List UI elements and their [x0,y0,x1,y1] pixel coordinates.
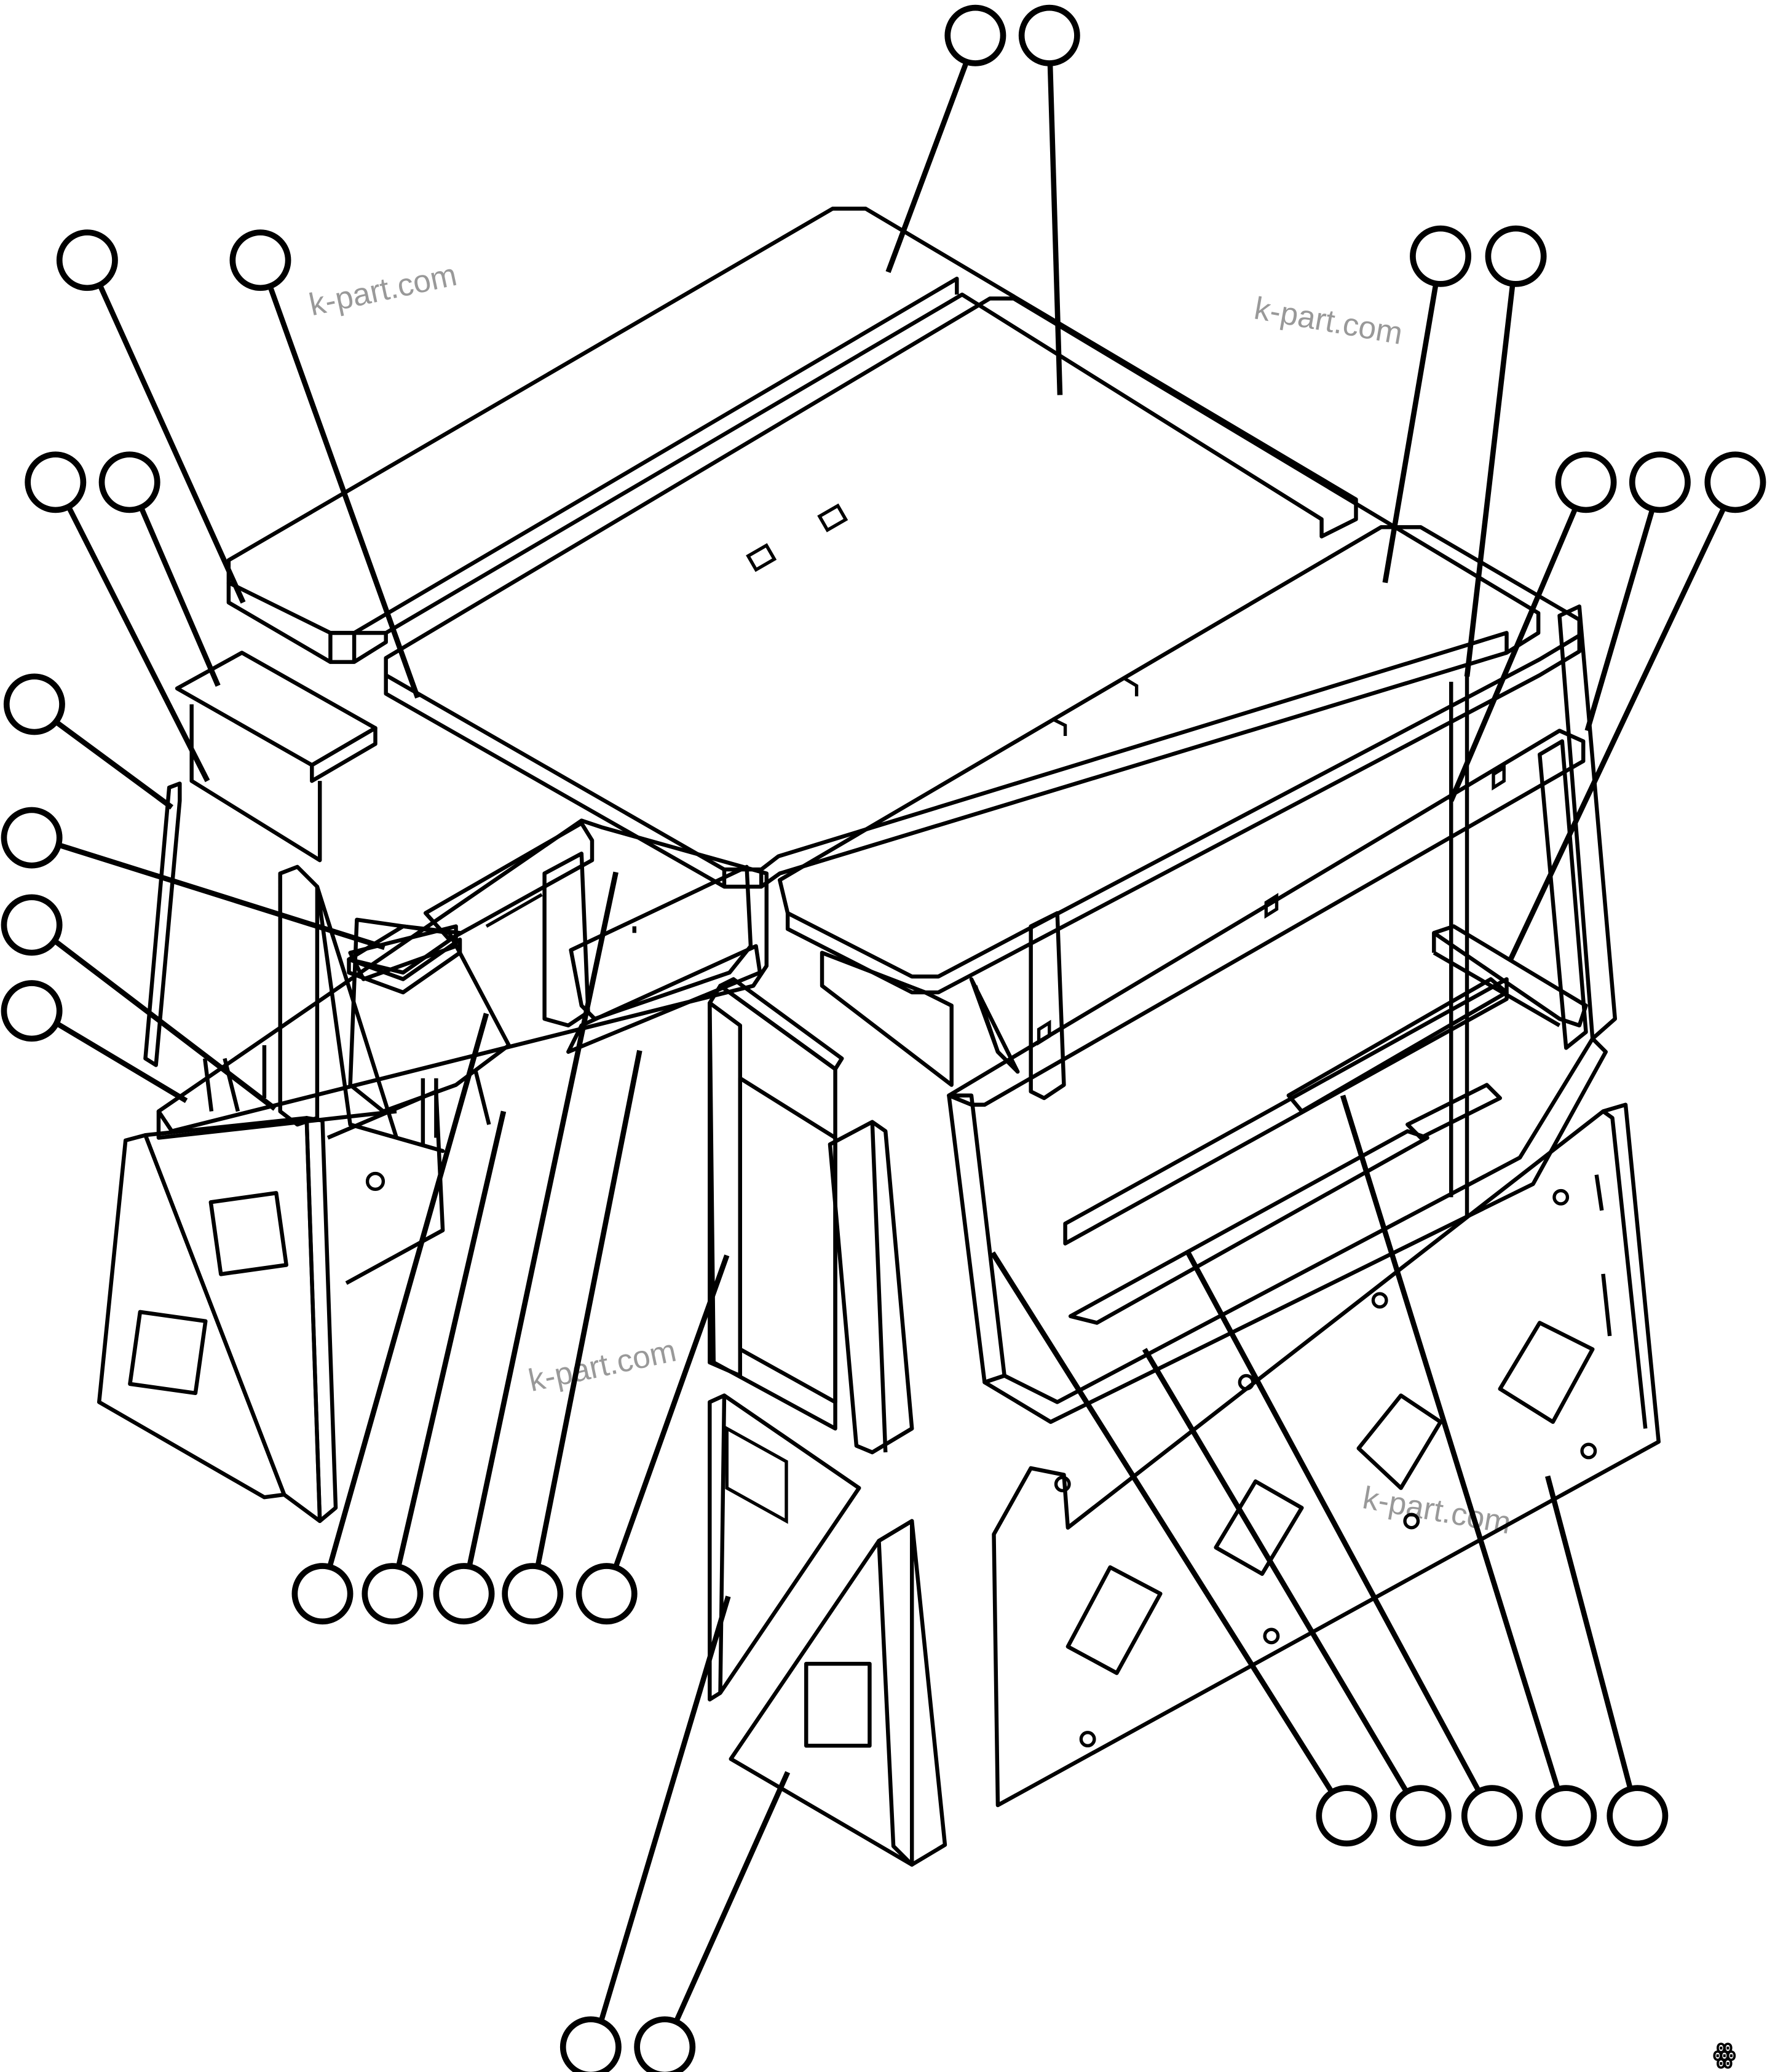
cab-lower-left-assembly [156,818,769,1285]
door-frame-center [708,977,914,1455]
roof-panel-right [778,525,1581,995]
side-panel-front-left [97,1116,338,1524]
callout-circle [1629,451,1691,513]
door-panel-center [708,1393,861,1702]
callout-circle [56,229,118,291]
callout-circle [1,894,63,956]
callout-circle [1316,1785,1378,1847]
callout-circle [502,1563,564,1625]
callout-circle [1607,1785,1669,1847]
leader-lines [34,37,1738,2049]
callout-circle [229,229,291,291]
watermark: k-part.com [1360,1479,1514,1540]
callout-circle [1,980,63,1042]
callout-circle [1704,451,1766,513]
watermark: k-part.com [1252,290,1405,350]
floor-tray-right [947,977,1608,1424]
callout-circle [1389,1785,1452,1847]
callout-circle [1535,1785,1597,1847]
roof-panel-main [384,296,1541,889]
callout-circle [362,1563,424,1625]
roof-panel-rear [226,207,1358,664]
callout-circle [1461,1785,1523,1847]
bracket-upper-left [175,650,378,863]
cab-frame-right [947,604,1618,1217]
callout-circle [1018,4,1080,66]
cab-uprights-center [820,911,1066,1101]
callout-circle [291,1563,354,1625]
callout-circle [433,1563,495,1625]
callout-circle [1555,451,1617,513]
callout-circle [1,807,63,869]
callout-circle [559,2016,622,2072]
side-panel-right [992,1102,1661,1808]
callout-circle [98,451,160,513]
callout-circle [1485,225,1547,287]
callouts [1,4,1766,2072]
support-block [347,924,462,995]
triangle-panel-center [729,1519,947,1867]
callout-circle [1410,225,1472,287]
callout-circle [575,1563,638,1625]
callout-circle [3,673,65,735]
callout-circle [25,451,87,513]
callout-circle [944,4,1006,66]
callout-circle [634,2016,696,2072]
page-code: ꙮ [1713,2039,1736,2069]
pillar-left [143,781,182,1067]
watermark: k-part.com [306,256,460,322]
watermark: k-part.com [525,1332,679,1398]
